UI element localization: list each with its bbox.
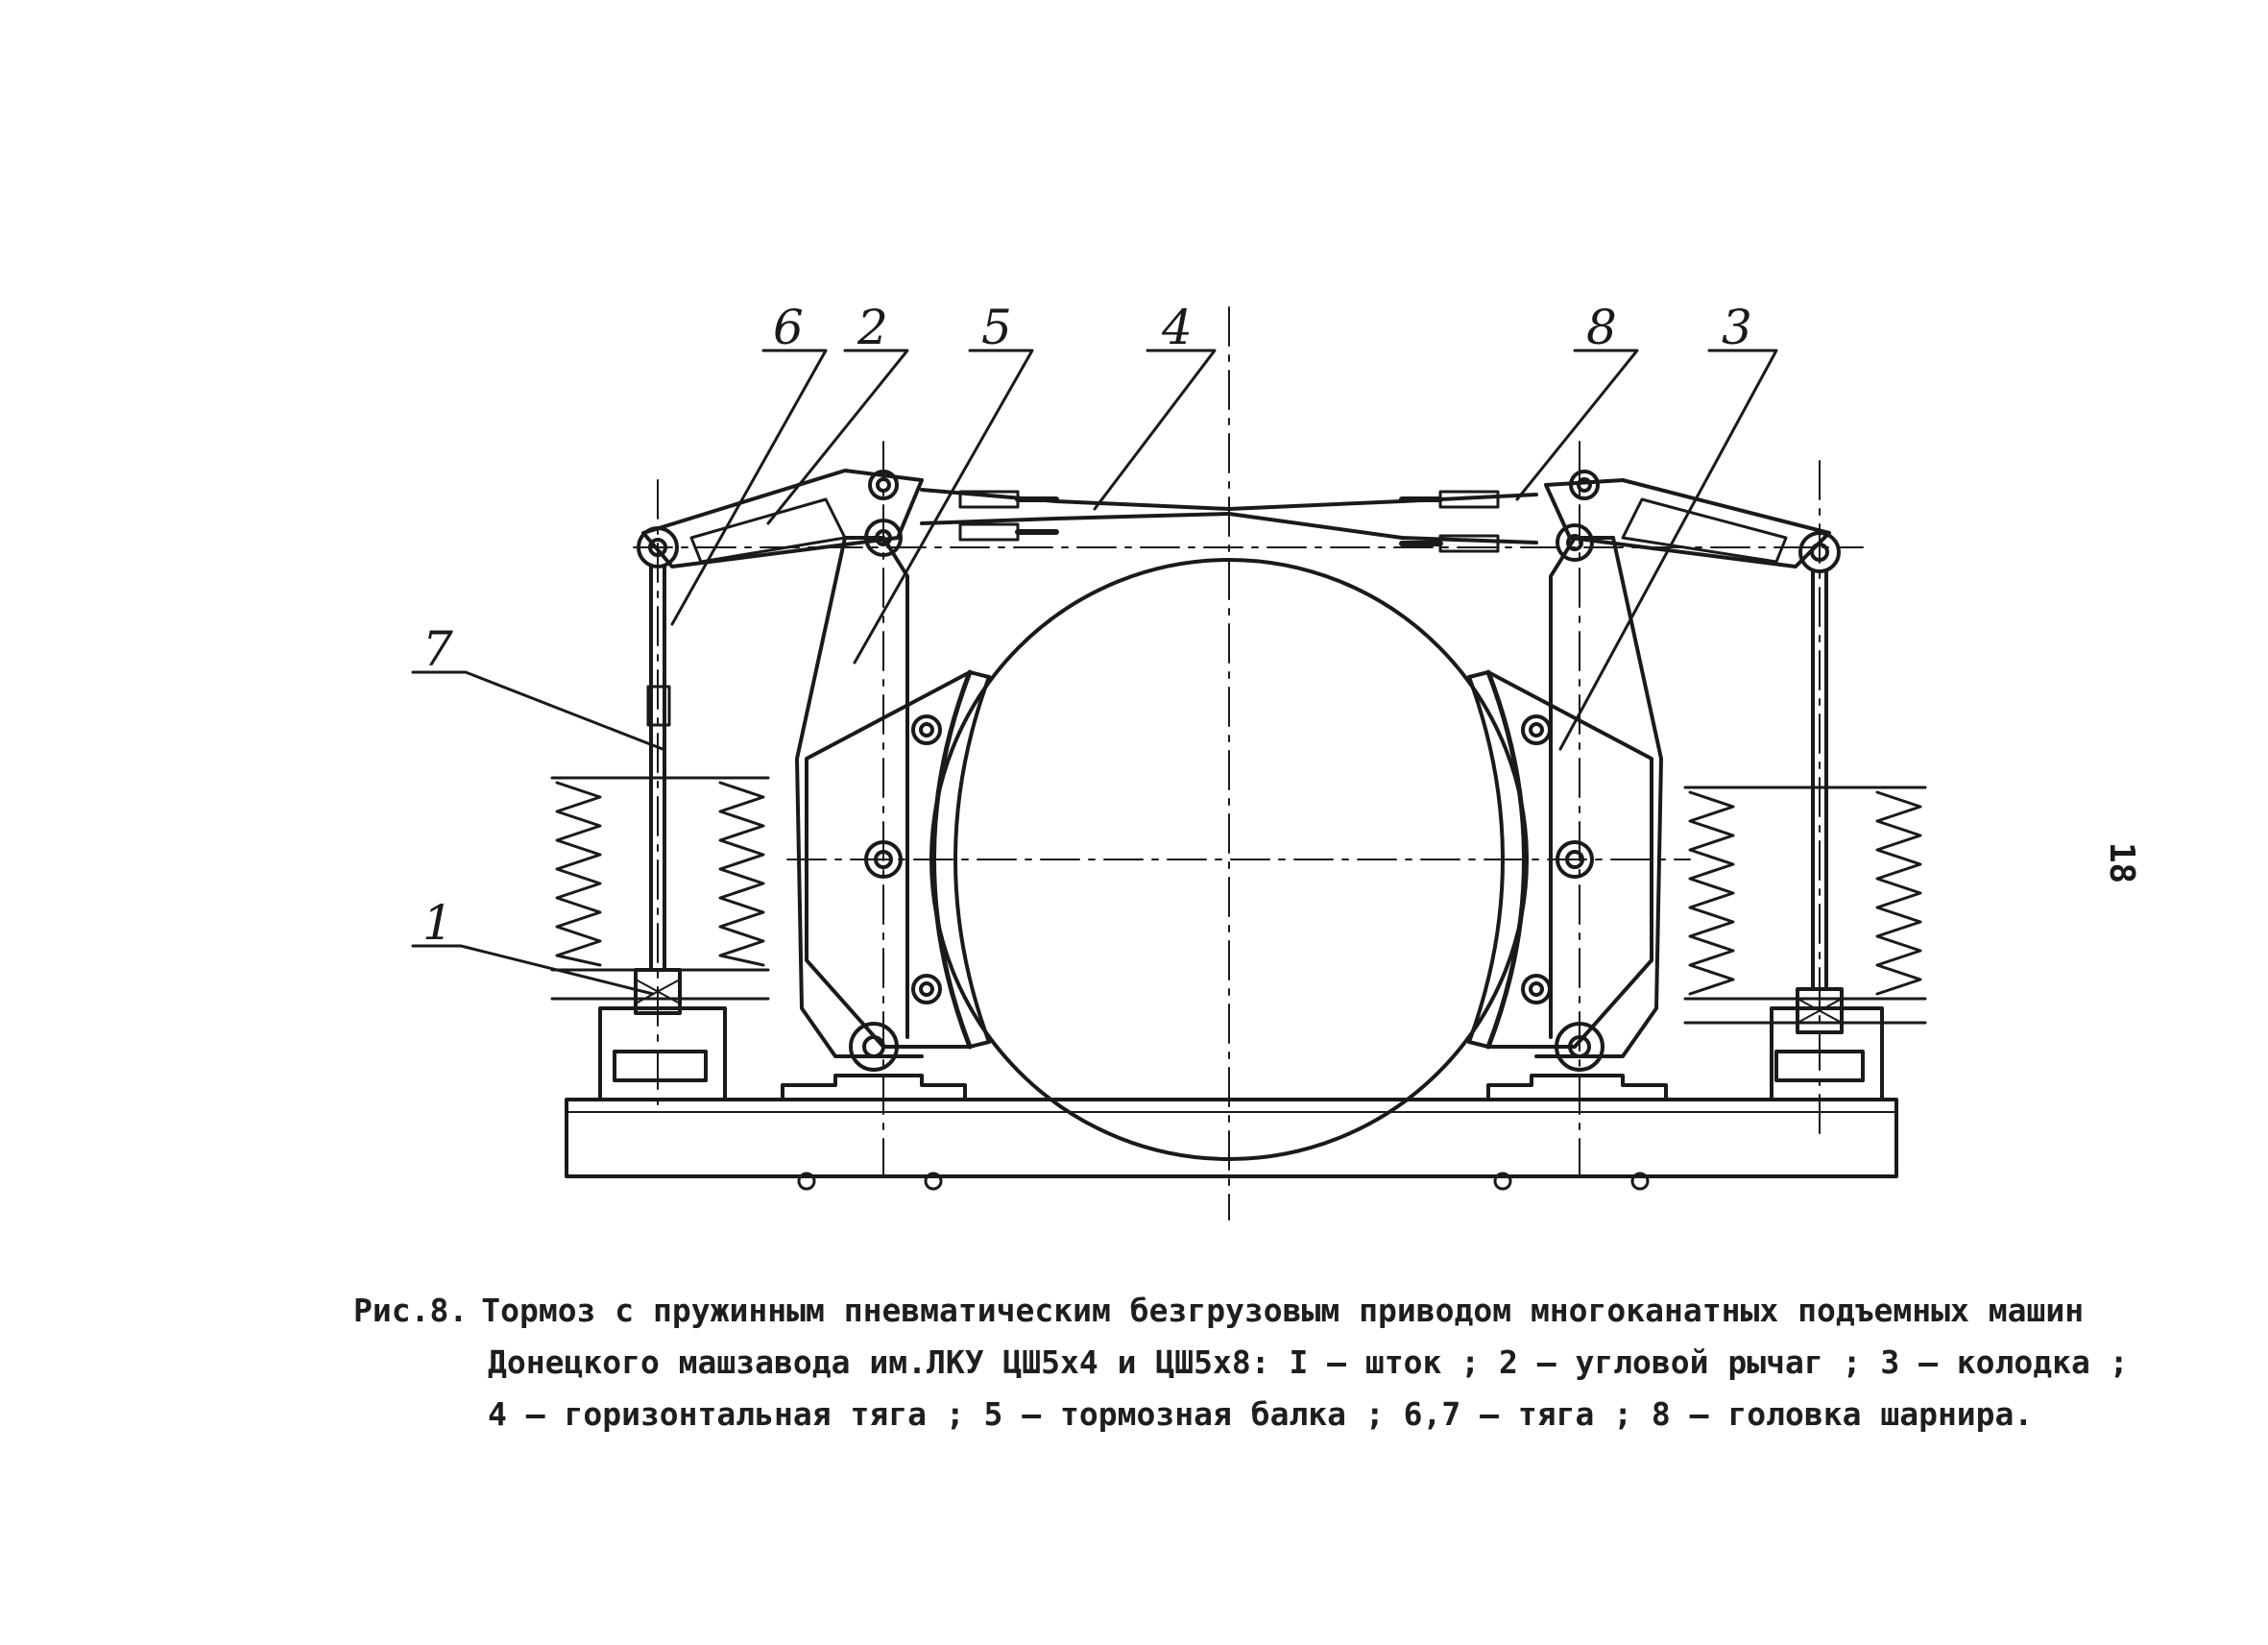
callout-4: 4: [1161, 300, 1193, 355]
left-springs: [550, 776, 770, 1001]
base-bolts: [797, 1172, 1650, 1191]
callout-2: 2: [857, 300, 888, 355]
caption-text-1: Тормоз с пружинным пневматическим безгру…: [481, 1292, 2085, 1329]
left-vertical-rod: [634, 565, 682, 1015]
center-lines: [633, 306, 1864, 1221]
figure-caption: Рис.8. Тормоз с пружинным пневматическим …: [353, 1285, 2129, 1440]
right-brake-beam: [1534, 536, 1663, 1072]
caption-line-1: Рис.8. Тормоз с пружинным пневматическим …: [353, 1285, 2101, 1337]
caption-line-2: Донецкого машзавода им.ЛКУ ЦШ5х4 и ЦШ5х8…: [488, 1343, 2129, 1381]
base-frame: [565, 1006, 1898, 1191]
callout-6: 6: [773, 300, 804, 355]
left-brake-shoe: [805, 669, 991, 1050]
callout-leaders: [411, 349, 1778, 996]
callout-8: 8: [1586, 300, 1617, 355]
right-vertical-rod: [1796, 569, 1844, 1034]
right-springs: [1683, 786, 1927, 1025]
callout-7: 7: [422, 621, 453, 677]
callout-5: 5: [981, 300, 1012, 355]
caption-line-3: 4 – горизонтальная тяга ; 5 – тормозная …: [488, 1395, 2034, 1433]
horizontal-rod: [920, 488, 1538, 553]
caption-label: Рис.8.: [353, 1292, 469, 1329]
left-angle-lever: [637, 469, 924, 568]
callout-1: 1: [422, 895, 453, 951]
right-angle-lever: [1544, 470, 1841, 573]
right-brake-shoe: [1467, 669, 1653, 1050]
left-brake-beam: [795, 536, 924, 1072]
page-number: 18: [2102, 841, 2142, 884]
callout-3: 3: [1722, 300, 1752, 355]
